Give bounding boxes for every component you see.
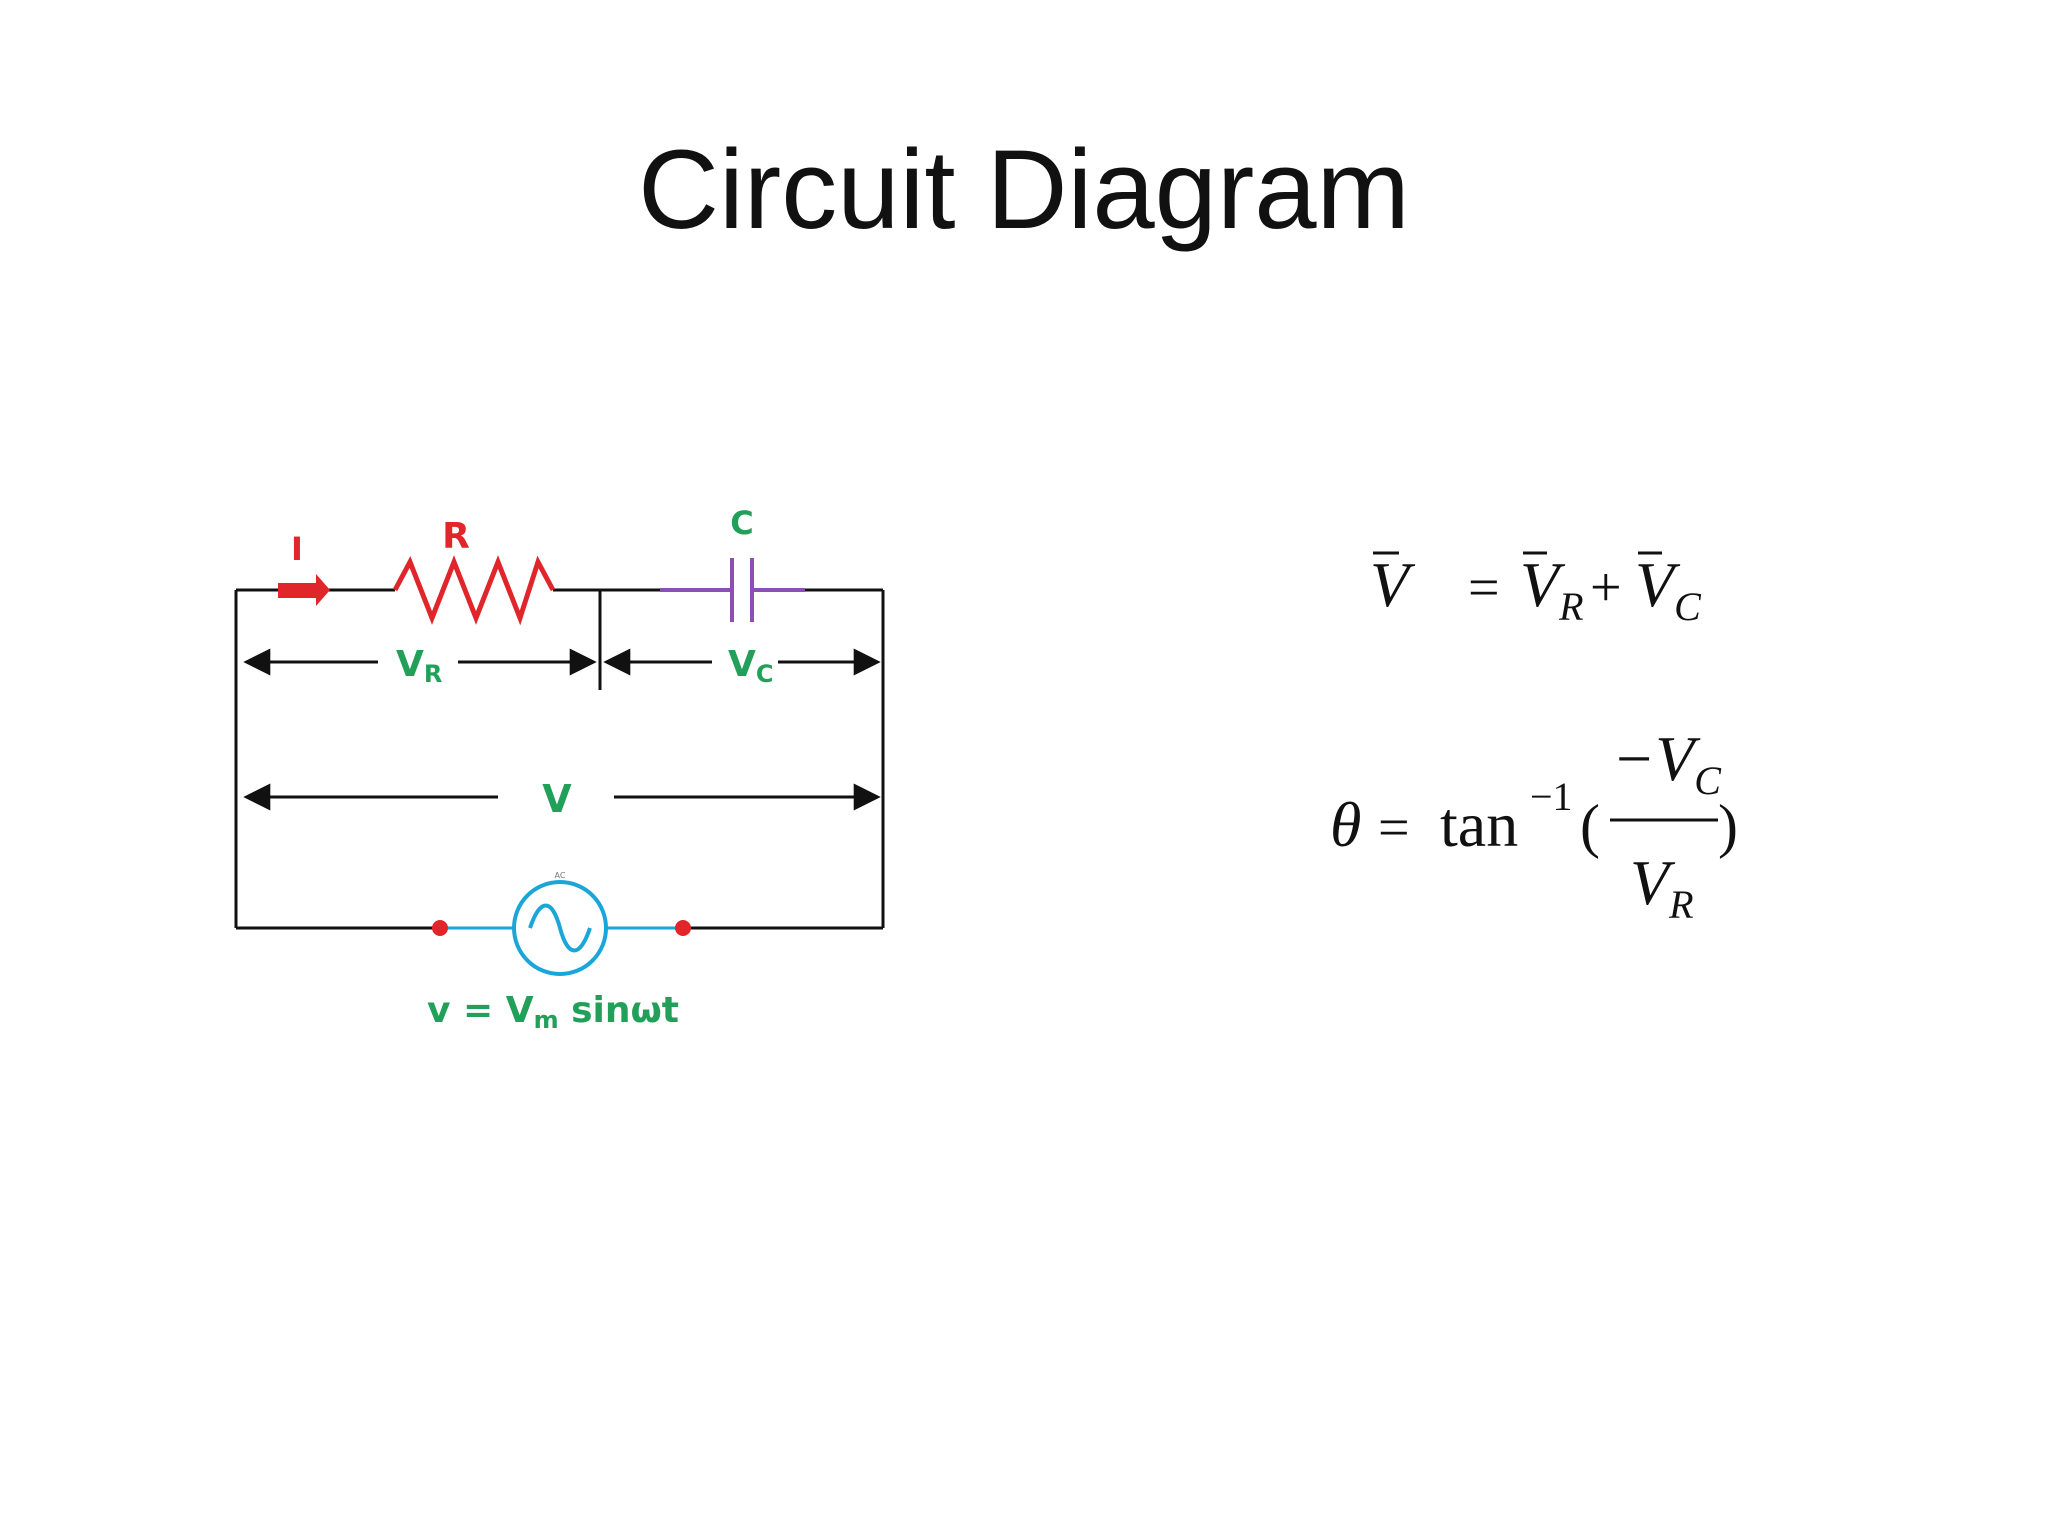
- capacitor-symbol: [660, 558, 805, 622]
- eq2-func: tan: [1440, 789, 1518, 860]
- eq2-numerator: −VC: [1612, 723, 1722, 803]
- eq1-term1-sub: R: [1558, 584, 1583, 629]
- eq1-term2-sub: C: [1674, 584, 1702, 629]
- vc-label: VC: [728, 644, 774, 688]
- source-eq-post: sinωt: [559, 990, 679, 1031]
- vr-label: VR: [396, 644, 442, 688]
- vr-label-sub: R: [424, 660, 442, 688]
- resistor-label: R: [442, 516, 470, 557]
- eq1-term2: VC: [1635, 549, 1702, 629]
- eq2-lparen: (: [1580, 793, 1600, 859]
- equation-voltage-sum: V = VR + VC: [1370, 549, 1702, 629]
- eq1-term1: VR: [1520, 549, 1584, 629]
- capacitor-label: C: [730, 504, 753, 542]
- eq2-theta: θ: [1330, 789, 1361, 860]
- eq2-rparen: ): [1718, 793, 1738, 859]
- eq1-term2-main: V: [1635, 549, 1681, 620]
- vc-label-sub: C: [756, 660, 774, 688]
- eq2-den-main: V: [1630, 847, 1676, 918]
- v-total-label: V: [542, 777, 572, 821]
- eq2-num-sub: C: [1694, 758, 1722, 803]
- eq1-term1-main: V: [1520, 549, 1566, 620]
- slide-title: Circuit Diagram: [638, 127, 1410, 252]
- ac-source-symbol: [432, 880, 691, 976]
- source-eq-sub: m: [534, 1006, 559, 1034]
- eq2-sup: −1: [1530, 774, 1573, 819]
- vr-label-main: V: [396, 644, 424, 685]
- ac-source-tag: AC: [555, 871, 566, 880]
- eq2-den-sub: R: [1668, 882, 1693, 927]
- vc-label-main: V: [728, 644, 756, 685]
- current-arrow: [278, 574, 330, 606]
- source-equation: v = Vm sinωt: [427, 990, 679, 1034]
- eq1-plus: +: [1590, 557, 1622, 619]
- source-eq-pre: v = V: [427, 990, 534, 1031]
- resistor-symbol: [392, 555, 556, 626]
- eq2-num-main: −V: [1612, 723, 1701, 794]
- eq1-equals: =: [1468, 557, 1500, 619]
- eq2-equals: =: [1378, 797, 1410, 859]
- current-label: I: [291, 530, 303, 568]
- equation-phase-angle: θ = tan −1 ( −VC VR ): [1330, 723, 1738, 927]
- eq2-denominator: VR: [1630, 847, 1694, 927]
- eq1-lhs: V: [1370, 549, 1416, 620]
